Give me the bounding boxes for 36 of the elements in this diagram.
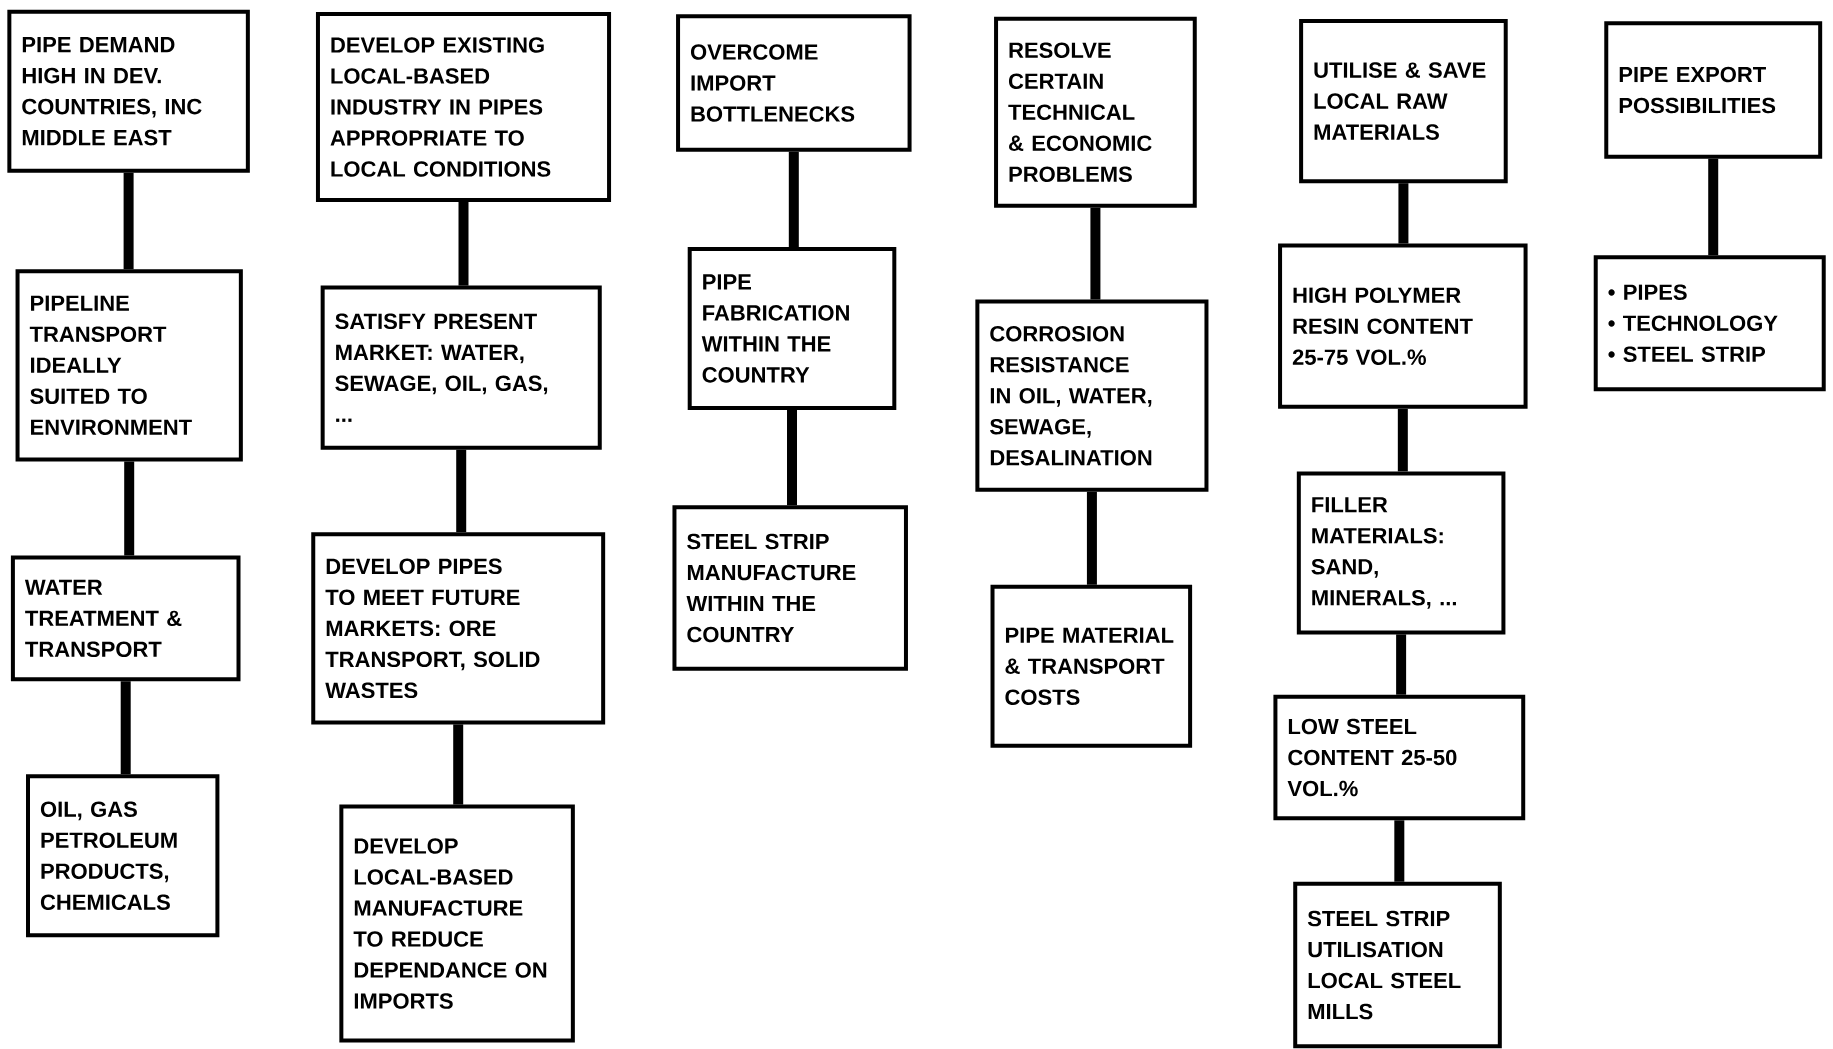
connector-line	[1396, 634, 1407, 695]
connector-line	[124, 461, 135, 556]
connector-line	[1708, 158, 1719, 256]
connector-line	[456, 449, 467, 533]
connector-line	[123, 172, 134, 270]
text-box: • PIPES • TECHNOLOGY • STEEL STRIP	[1593, 255, 1826, 392]
connector-line	[1086, 491, 1097, 585]
connector-line	[120, 681, 131, 775]
text-box: STEEL STRIP MANUFACTURE WITHIN THE COUNTRY	[672, 505, 908, 671]
connector-line	[788, 151, 799, 247]
text-box: DEVELOP PIPES TO MEET FUTURE MARKETS: ORE TRANSPORT, SOLID WASTES	[311, 532, 606, 725]
connector-line	[1397, 408, 1408, 472]
text-box: WATER TREATMENT & TRANSPORT	[10, 555, 241, 682]
text-box: HIGH POLYMER RESIN CONTENT 25-75 VOL.%	[1278, 243, 1528, 409]
text-box: PIPE EXPORT POSSIBILITIES	[1604, 21, 1823, 159]
text-box: FILLER MATERIALS: SAND, MINERALS, ...	[1296, 471, 1506, 635]
text-box: SATISFY PRESENT MARKET: WATER, SEWAGE, OIL, GAS, ...	[320, 285, 602, 450]
text-box: DEVELOP LOCAL-BASED MANUFACTURE TO REDUCE DEPENDANCE ON IMPORTS	[339, 804, 575, 1043]
text-box: STEEL STRIP UTILISATION LOCAL STEEL MILLS	[1293, 881, 1502, 1049]
text-box: UTILISE & SAVE LOCAL RAW MATERIALS	[1299, 19, 1508, 184]
connector-line	[1394, 820, 1405, 882]
text-box: OIL, GAS PETROLEUM PRODUCTS, CHEMICALS	[26, 774, 220, 938]
text-box: PIPE MATERIAL & TRANSPORT COSTS	[990, 584, 1193, 748]
text-box: RESOLVE CERTAIN TECHNICAL & ECONOMIC PROBLEMS	[994, 16, 1197, 208]
text-box: PIPE FABRICATION WITHIN THE COUNTRY	[687, 247, 897, 410]
text-box: LOW STEEL CONTENT 25-50 VOL.%	[1273, 694, 1526, 821]
connector-line	[1090, 207, 1101, 300]
text-box: PIPELINE TRANSPORT IDEALLY SUITED TO ENVIRONMENT	[15, 269, 243, 462]
connector-line	[453, 724, 464, 805]
text-box: DEVELOP EXISTING LOCAL-BASED INDUSTRY IN PIPES APPROPRIATE TO LOCAL CONDITIONS	[315, 12, 612, 202]
connector-line	[458, 201, 469, 286]
connector-line	[1398, 183, 1409, 244]
text-box: OVERCOME IMPORT BOTTLENECKS	[676, 14, 912, 152]
connector-line	[787, 410, 797, 506]
text-box: CORROSION RESISTANCE IN OIL, WATER, SEWAGE, DESALINATION	[975, 299, 1209, 492]
text-box: PIPE DEMAND HIGH IN DEV. COUNTRIES, INC MIDDLE EAST	[7, 9, 250, 173]
